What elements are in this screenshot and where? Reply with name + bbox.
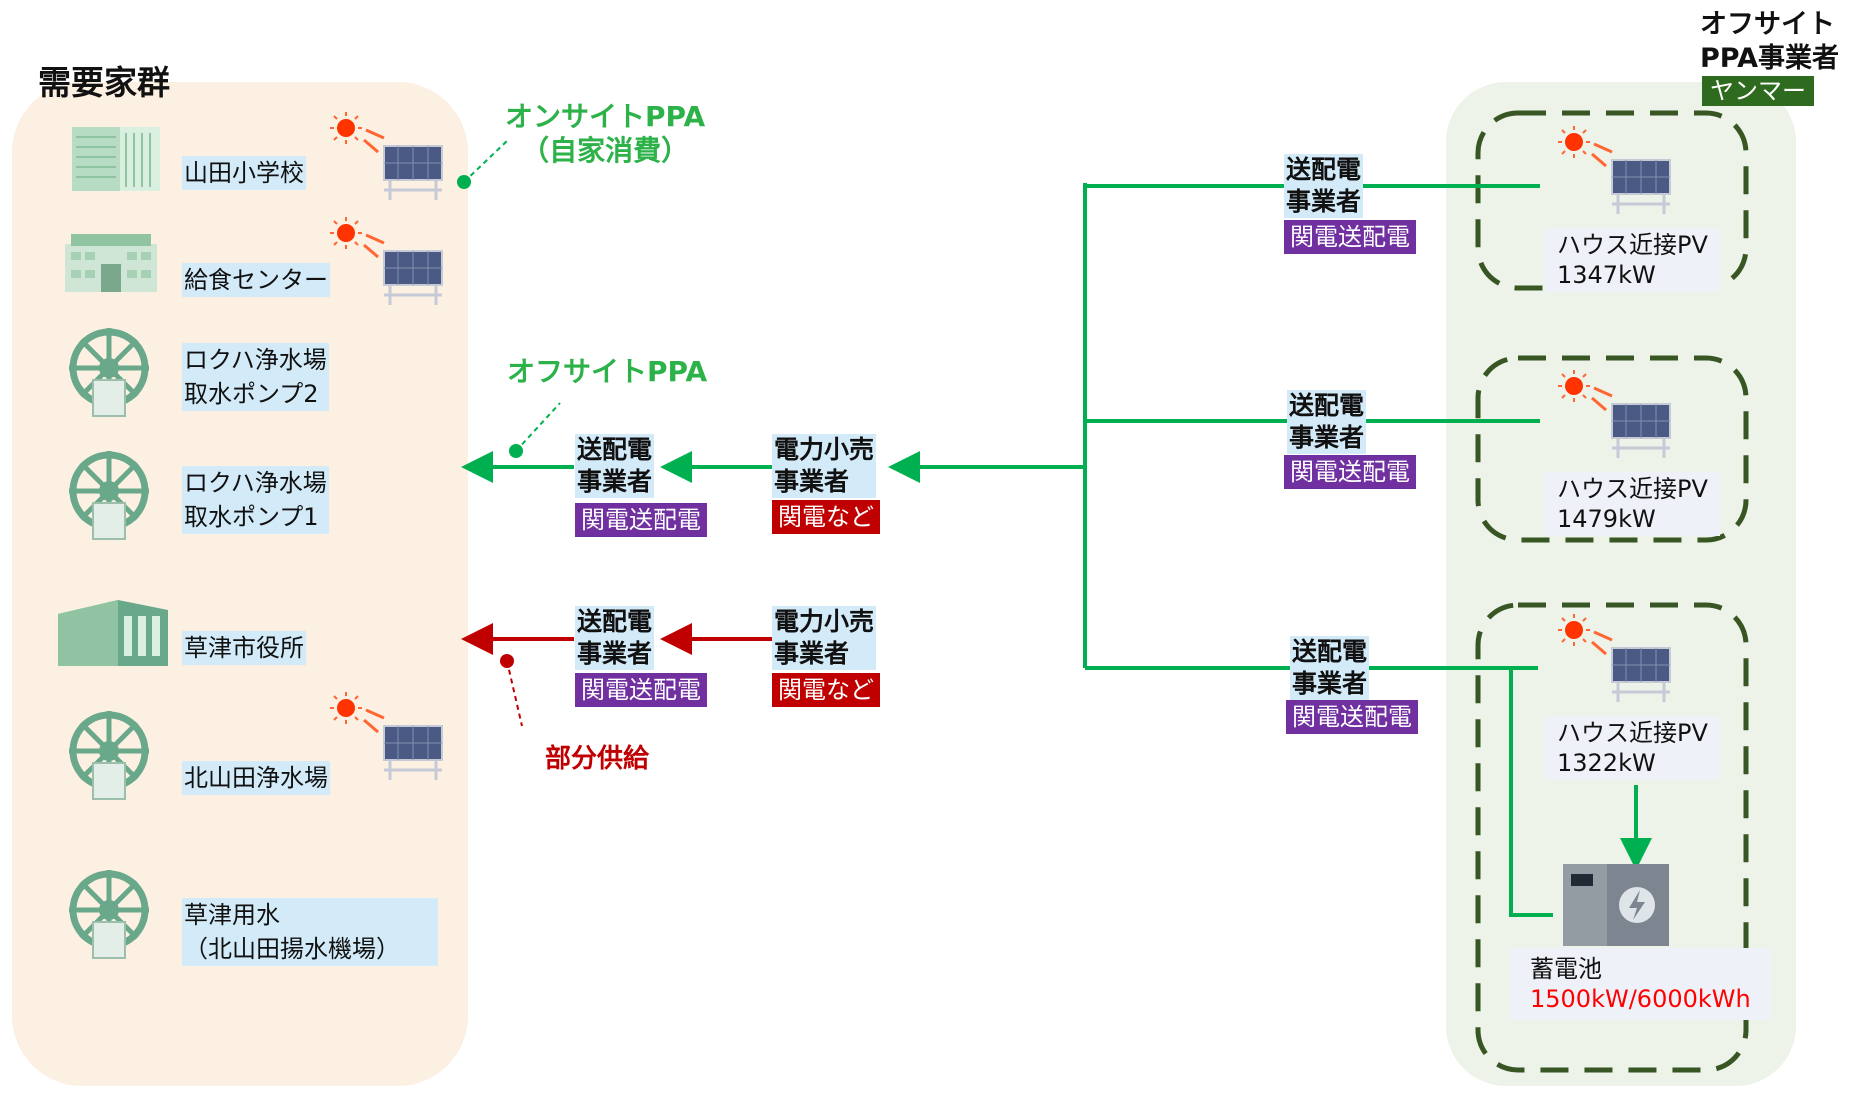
factory-building-icon bbox=[65, 234, 157, 292]
retailer-offsite: 電力小売 事業者 bbox=[772, 434, 877, 498]
battery-storage-icon bbox=[1563, 864, 1669, 946]
partial-supply-label: 部分供給 bbox=[545, 744, 650, 774]
site-label-kitayamada-plant: 北山田浄水場 bbox=[182, 761, 330, 795]
solar-panel-icon bbox=[330, 692, 443, 780]
offsite-callout-leader bbox=[515, 402, 561, 452]
offsite-pv-3-label: ハウス近接PV 1322kW bbox=[1545, 716, 1720, 780]
kanden-etc-tag-partial: 関電など bbox=[772, 673, 880, 707]
water-pump-wheel-icon bbox=[69, 711, 149, 800]
offsite-pv-2-label: ハウス近接PV 1479kW bbox=[1545, 472, 1720, 536]
battery-spec: 1500kW/6000kWh bbox=[1530, 985, 1751, 1013]
plant-boundary-2 bbox=[1475, 355, 1749, 543]
kanden-td-tag-branch-2: 関電送配電 bbox=[1284, 455, 1416, 489]
onsite-ppa-label: オンサイトPPA （自家消費） bbox=[505, 100, 706, 167]
city-hall-building-icon bbox=[58, 600, 168, 666]
solar-panel-icon bbox=[1558, 614, 1671, 702]
site-label-rokuha-pump2: ロクハ浄水場 取水ポンプ2 bbox=[182, 343, 329, 411]
onsite-callout-leader bbox=[463, 139, 509, 183]
site-label-food-center: 給食センター bbox=[182, 263, 330, 297]
partial-callout-leader bbox=[506, 660, 523, 727]
water-pump-wheel-icon bbox=[69, 328, 149, 417]
offsite-operator-title: オフサイト PPA事業者 bbox=[1700, 9, 1839, 74]
battery-label-box: 蓄電池 1500kW/6000kWh bbox=[1510, 948, 1771, 1020]
site-label-kusatsu-water: 草津用水 （北山田揚水機場） bbox=[182, 898, 438, 966]
transmission-operator-branch-1: 送配電 事業者 bbox=[1284, 154, 1364, 218]
site-label-yamada-school: 山田小学校 bbox=[182, 156, 306, 190]
solar-panel-icon bbox=[1558, 126, 1671, 214]
water-pump-wheel-icon bbox=[69, 451, 149, 540]
offsite-operator-name: ヤンマー bbox=[1702, 76, 1814, 106]
solar-panel-icon bbox=[330, 217, 443, 305]
offsite-pv-1-label: ハウス近接PV 1347kW bbox=[1545, 228, 1720, 292]
kanden-etc-tag-offsite: 関電など bbox=[772, 500, 880, 534]
battery-label: 蓄電池 bbox=[1530, 955, 1602, 983]
onsite-callout-dot bbox=[457, 175, 471, 189]
demand-group-title: 需要家群 bbox=[38, 63, 170, 102]
battery-feed bbox=[1509, 668, 1553, 917]
plant-boundary-3 bbox=[1475, 602, 1749, 1073]
kanden-td-tag-branch-3: 関電送配電 bbox=[1286, 700, 1418, 734]
school-building-icon bbox=[72, 127, 160, 191]
offsite-callout-dot bbox=[509, 444, 523, 458]
site-label-city-hall: 草津市役所 bbox=[182, 631, 306, 665]
partial-callout-dot bbox=[500, 654, 514, 668]
transmission-operator-branch-3: 送配電 事業者 bbox=[1290, 636, 1370, 700]
kanden-td-tag-offsite: 関電送配電 bbox=[575, 503, 707, 537]
transmission-operator-partial: 送配電 事業者 bbox=[575, 606, 655, 670]
transmission-operator-branch-2: 送配電 事業者 bbox=[1287, 390, 1367, 454]
solar-panel-icon bbox=[330, 112, 443, 200]
transmission-operator-offsite: 送配電 事業者 bbox=[575, 434, 655, 498]
kanden-td-tag-branch-1: 関電送配電 bbox=[1284, 220, 1416, 254]
retailer-partial: 電力小売 事業者 bbox=[772, 606, 877, 670]
site-label-rokuha-pump1: ロクハ浄水場 取水ポンプ1 bbox=[182, 466, 329, 534]
kanden-td-tag-partial: 関電送配電 bbox=[575, 673, 707, 707]
solar-panel-icon bbox=[1558, 370, 1671, 458]
water-pump-wheel-icon bbox=[69, 870, 149, 959]
offsite-ppa-label: オフサイトPPA bbox=[507, 355, 708, 388]
